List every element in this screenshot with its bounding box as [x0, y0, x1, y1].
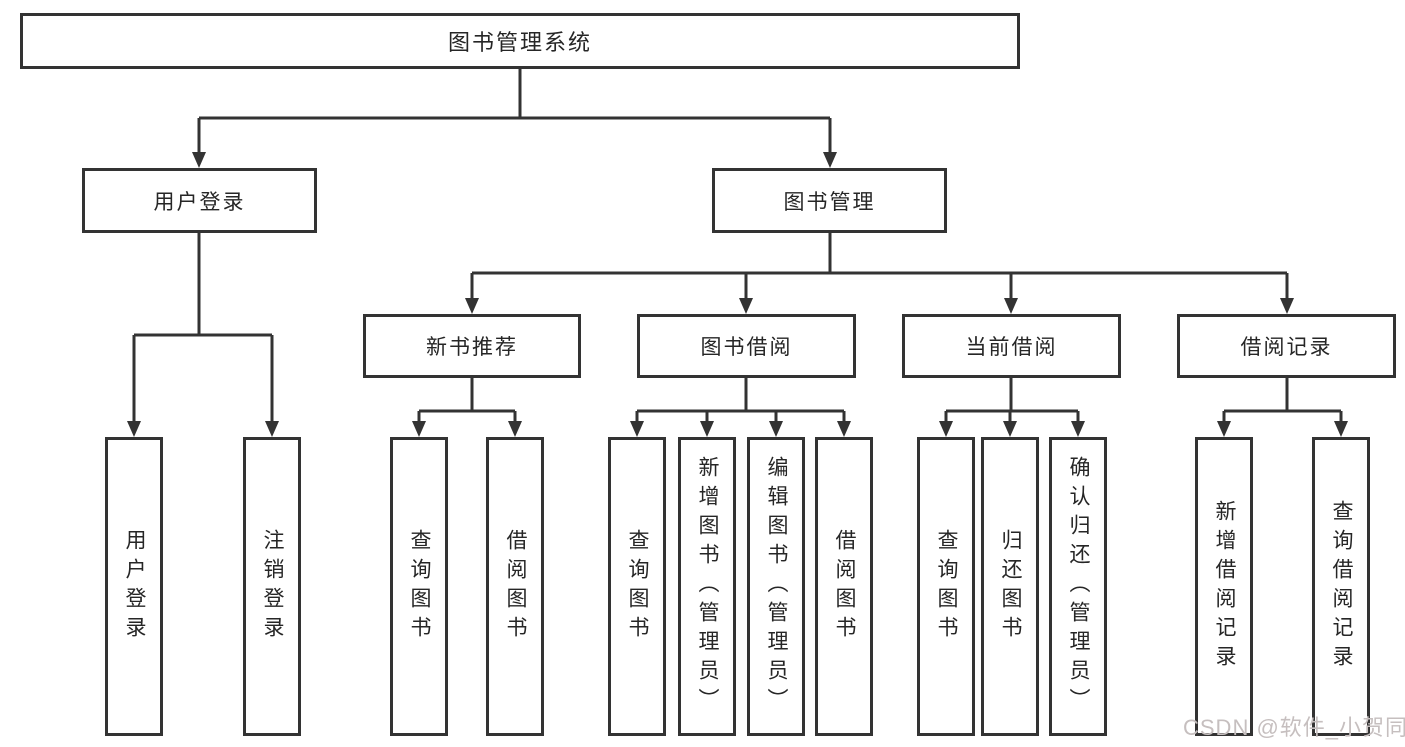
node-user-login: 用户登录 — [82, 168, 317, 233]
arrow-icon — [1004, 298, 1018, 314]
leaf-logout: 注销登录 — [243, 437, 301, 736]
arrow-icon — [508, 421, 522, 437]
leaf-confirm-return-admin: 确认归还（管理员） — [1049, 437, 1107, 736]
arrow-icon — [823, 152, 837, 168]
arrow-icon — [412, 421, 426, 437]
node-current-borrow: 当前借阅 — [902, 314, 1121, 378]
arrowheads — [127, 152, 1348, 437]
node-book-borrow: 图书借阅 — [637, 314, 856, 378]
arrow-icon — [265, 421, 279, 437]
leaf-query-books-current: 查询图书 — [917, 437, 975, 736]
leaf-label: 新增图书（管理员） — [696, 456, 720, 717]
leaf-label: 查询图书 — [408, 528, 432, 645]
watermark: CSDN @软件_小贺同学 — [1183, 715, 1405, 740]
leaf-label: 借阅图书 — [833, 528, 857, 645]
leaf-edit-book-admin: 编辑图书（管理员） — [747, 437, 805, 736]
leaf-label: 编辑图书（管理员） — [765, 456, 789, 717]
leaf-query-borrow-record: 查询借阅记录 — [1312, 437, 1370, 736]
arrow-icon — [1280, 298, 1294, 314]
arrow-icon — [700, 421, 714, 437]
leaf-label: 新增借阅记录 — [1213, 499, 1237, 674]
arrow-icon — [939, 421, 953, 437]
leaf-user-login: 用户登录 — [105, 437, 163, 736]
arrow-icon — [769, 421, 783, 437]
arrow-icon — [1334, 421, 1348, 437]
arrow-icon — [192, 152, 206, 168]
arrow-icon — [630, 421, 644, 437]
arrow-icon — [837, 421, 851, 437]
leaf-label: 查询图书 — [626, 528, 650, 645]
leaf-borrow-books: 借阅图书 — [815, 437, 873, 736]
arrow-icon — [465, 298, 479, 314]
arrow-icon — [739, 298, 753, 314]
leaf-add-borrow-record: 新增借阅记录 — [1195, 437, 1253, 736]
leaf-label: 注销登录 — [261, 528, 285, 645]
leaf-add-book-admin: 新增图书（管理员） — [678, 437, 736, 736]
node-new-book-recommend: 新书推荐 — [363, 314, 581, 378]
leaf-label: 借阅图书 — [504, 528, 528, 645]
node-borrow-records: 借阅记录 — [1177, 314, 1396, 378]
leaf-return-book: 归还图书 — [981, 437, 1039, 736]
tree-connector-lines — [132, 69, 1343, 423]
leaf-label: 用户登录 — [123, 528, 147, 645]
leaf-label: 确认归还（管理员） — [1067, 456, 1091, 717]
leaf-query-books-borrow: 查询图书 — [608, 437, 666, 736]
leaf-label: 查询借阅记录 — [1330, 499, 1354, 674]
leaf-borrow-books-recommend: 借阅图书 — [486, 437, 544, 736]
leaf-label: 归还图书 — [999, 528, 1023, 645]
arrow-icon — [1071, 421, 1085, 437]
leaf-label: 查询图书 — [935, 528, 959, 645]
node-library-system: 图书管理系统 — [20, 13, 1020, 69]
leaf-query-books-recommend: 查询图书 — [390, 437, 448, 736]
node-book-management: 图书管理 — [712, 168, 947, 233]
arrow-icon — [1003, 421, 1017, 437]
arrow-icon — [127, 421, 141, 437]
arrow-icon — [1217, 421, 1231, 437]
